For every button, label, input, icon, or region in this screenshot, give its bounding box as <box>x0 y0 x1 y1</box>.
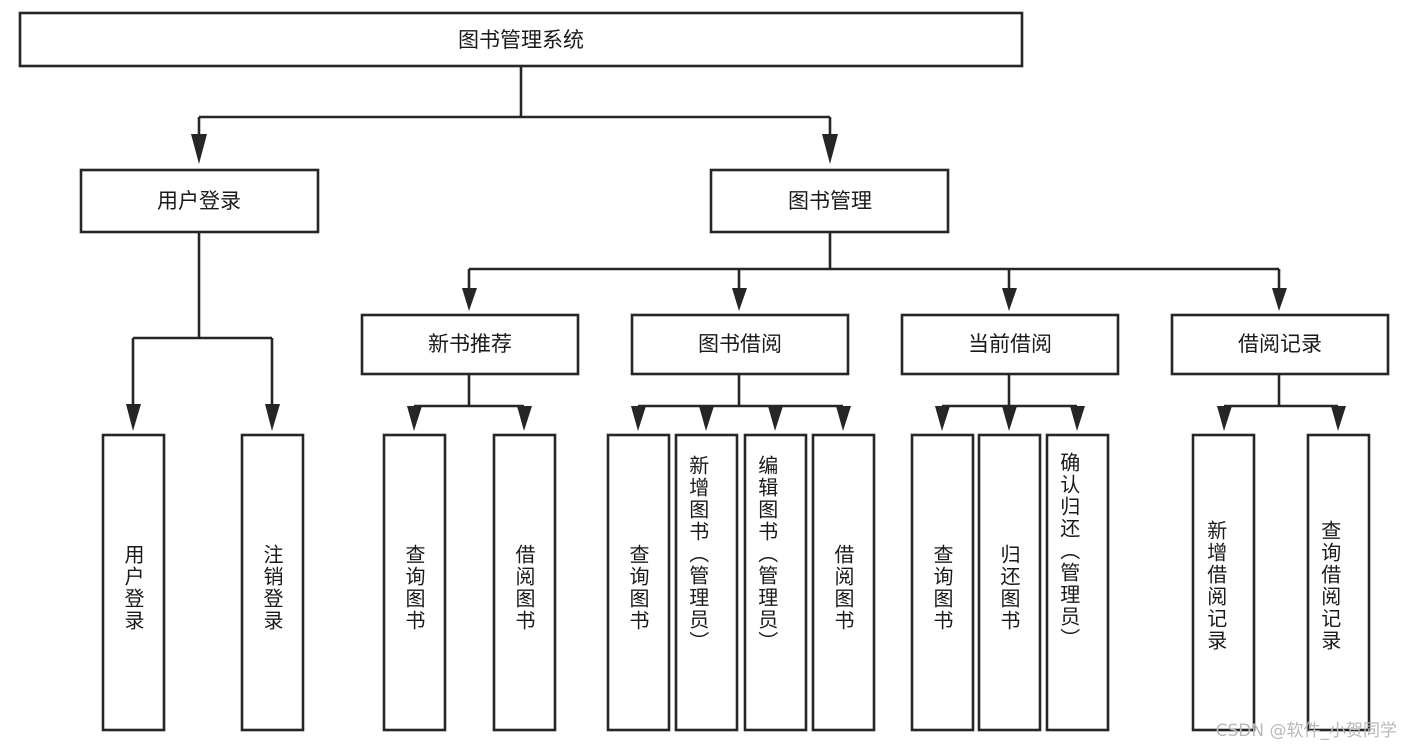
arrow-head-new-book-recommend <box>462 288 477 311</box>
node-root-box[interactable] <box>18 11 1024 68</box>
leaf-query-book-3-box[interactable] <box>910 433 975 732</box>
arrow-head-leaf-borrow-book-1 <box>517 406 532 431</box>
leaf-query-book-2-label: 查询图书 <box>626 544 650 632</box>
leaf-query-borrow-record-label: 查询借阅记录 <box>1318 520 1342 652</box>
leaf-edit-book-box[interactable] <box>743 433 808 732</box>
leaf-query-book-2-box[interactable] <box>606 433 671 732</box>
leaf-query-borrow-record-box[interactable] <box>1306 433 1371 732</box>
arrow-head-leaf-query-borrow-record <box>1331 406 1346 431</box>
leaf-add-borrow-record[interactable]: 新增借阅记录 <box>1191 433 1256 732</box>
arrow-head-leaf-add-book <box>699 406 714 431</box>
leaf-borrow-book-1-label: 借阅图书 <box>512 544 536 632</box>
node-book-borrow[interactable]: 图书借阅 <box>630 313 850 376</box>
arrow-head-leaf-logout-login <box>265 404 280 431</box>
leaf-logout-login-box[interactable] <box>240 433 305 732</box>
node-borrow-record-box[interactable] <box>1170 313 1390 376</box>
node-borrow-record[interactable]: 借阅记录 <box>1170 313 1390 376</box>
leaf-add-book[interactable]: 新增图书（管理员） <box>674 433 739 732</box>
node-user-login[interactable]: 用户登录 <box>79 168 320 234</box>
arrow-head-user-login <box>191 134 207 164</box>
leaf-user-login[interactable]: 用户登录 <box>101 433 166 732</box>
leaf-edit-book[interactable]: 编辑图书（管理员） <box>743 433 808 732</box>
arrow-head-leaf-query-book-3 <box>935 406 950 431</box>
leaf-confirm-return[interactable]: 确认归还（管理员） <box>1045 433 1110 732</box>
leaf-borrow-book-1[interactable]: 借阅图书 <box>492 433 557 732</box>
arrow-head-leaf-confirm-return <box>1070 406 1085 431</box>
connector-layer <box>126 66 1346 431</box>
node-book-borrow-label: 图书借阅 <box>698 332 782 356</box>
leaf-borrow-book-2-box[interactable] <box>811 433 876 732</box>
leaf-add-book-label: 新增图书（管理员） <box>686 455 710 653</box>
node-user-login-label: 用户登录 <box>157 189 241 213</box>
leaf-return-book-label: 归还图书 <box>997 544 1021 632</box>
leaf-user-login-label: 用户登录 <box>121 544 145 632</box>
leaf-logout-login-label: 注销登录 <box>260 544 284 632</box>
csdn-watermark: CSDN @软件_小贺同学 <box>1215 721 1397 741</box>
leaf-query-book-1[interactable]: 查询图书 <box>382 433 447 732</box>
leaf-query-book-3[interactable]: 查询图书 <box>910 433 975 732</box>
leaf-user-login-box[interactable] <box>101 433 166 732</box>
node-new-book-recommend-label: 新书推荐 <box>428 332 512 356</box>
leaf-borrow-book-1-box[interactable] <box>492 433 557 732</box>
node-book-management[interactable]: 图书管理 <box>709 168 950 234</box>
arrow-head-leaf-query-book-1 <box>407 406 422 431</box>
leaf-confirm-return-label: 确认归还（管理员） <box>1057 452 1081 650</box>
arrow-head-leaf-add-borrow-record <box>1217 406 1232 431</box>
arrow-head-leaf-borrow-book-2 <box>836 406 851 431</box>
node-user-login-box[interactable] <box>79 168 320 234</box>
arrow-head-leaf-edit-book <box>768 406 783 431</box>
node-current-borrow-label: 当前借阅 <box>968 332 1052 356</box>
leaf-return-book-box[interactable] <box>977 433 1042 732</box>
arrow-head-book-management <box>822 134 838 164</box>
node-new-book-recommend[interactable]: 新书推荐 <box>360 313 580 376</box>
leaf-confirm-return-box[interactable] <box>1045 433 1110 732</box>
leaf-query-book-3-label: 查询图书 <box>930 544 954 632</box>
node-book-borrow-box[interactable] <box>630 313 850 376</box>
node-current-borrow[interactable]: 当前借阅 <box>900 313 1120 376</box>
node-root[interactable]: 图书管理系统 <box>18 11 1024 68</box>
leaf-edit-book-label: 编辑图书（管理员） <box>755 455 779 653</box>
leaf-query-book-1-label: 查询图书 <box>402 544 426 632</box>
node-root-label: 图书管理系统 <box>458 28 584 52</box>
arrow-head-book-borrow <box>732 288 747 311</box>
arrow-head-leaf-query-book-2 <box>631 406 646 431</box>
arrow-head-leaf-user-login <box>126 404 141 431</box>
leaf-query-book-1-box[interactable] <box>382 433 447 732</box>
leaf-query-book-2[interactable]: 查询图书 <box>606 433 671 732</box>
leaf-query-borrow-record[interactable]: 查询借阅记录 <box>1306 433 1371 732</box>
leaf-add-borrow-record-box[interactable] <box>1191 433 1256 732</box>
node-book-management-box[interactable] <box>709 168 950 234</box>
node-new-book-recommend-box[interactable] <box>360 313 580 376</box>
arrow-head-borrow-record <box>1272 288 1287 311</box>
leaf-return-book[interactable]: 归还图书 <box>977 433 1042 732</box>
node-book-management-label: 图书管理 <box>788 189 872 213</box>
leaf-borrow-book-2-label: 借阅图书 <box>831 544 855 632</box>
arrow-head-current-borrow <box>1002 288 1017 311</box>
node-current-borrow-box[interactable] <box>900 313 1120 376</box>
leaf-add-book-box[interactable] <box>674 433 739 732</box>
leaf-add-borrow-record-label: 新增借阅记录 <box>1204 520 1228 652</box>
leaf-borrow-book-2[interactable]: 借阅图书 <box>811 433 876 732</box>
leaf-logout-login[interactable]: 注销登录 <box>240 433 305 732</box>
node-borrow-record-label: 借阅记录 <box>1238 332 1322 356</box>
arrow-head-leaf-return-book <box>1002 406 1017 431</box>
